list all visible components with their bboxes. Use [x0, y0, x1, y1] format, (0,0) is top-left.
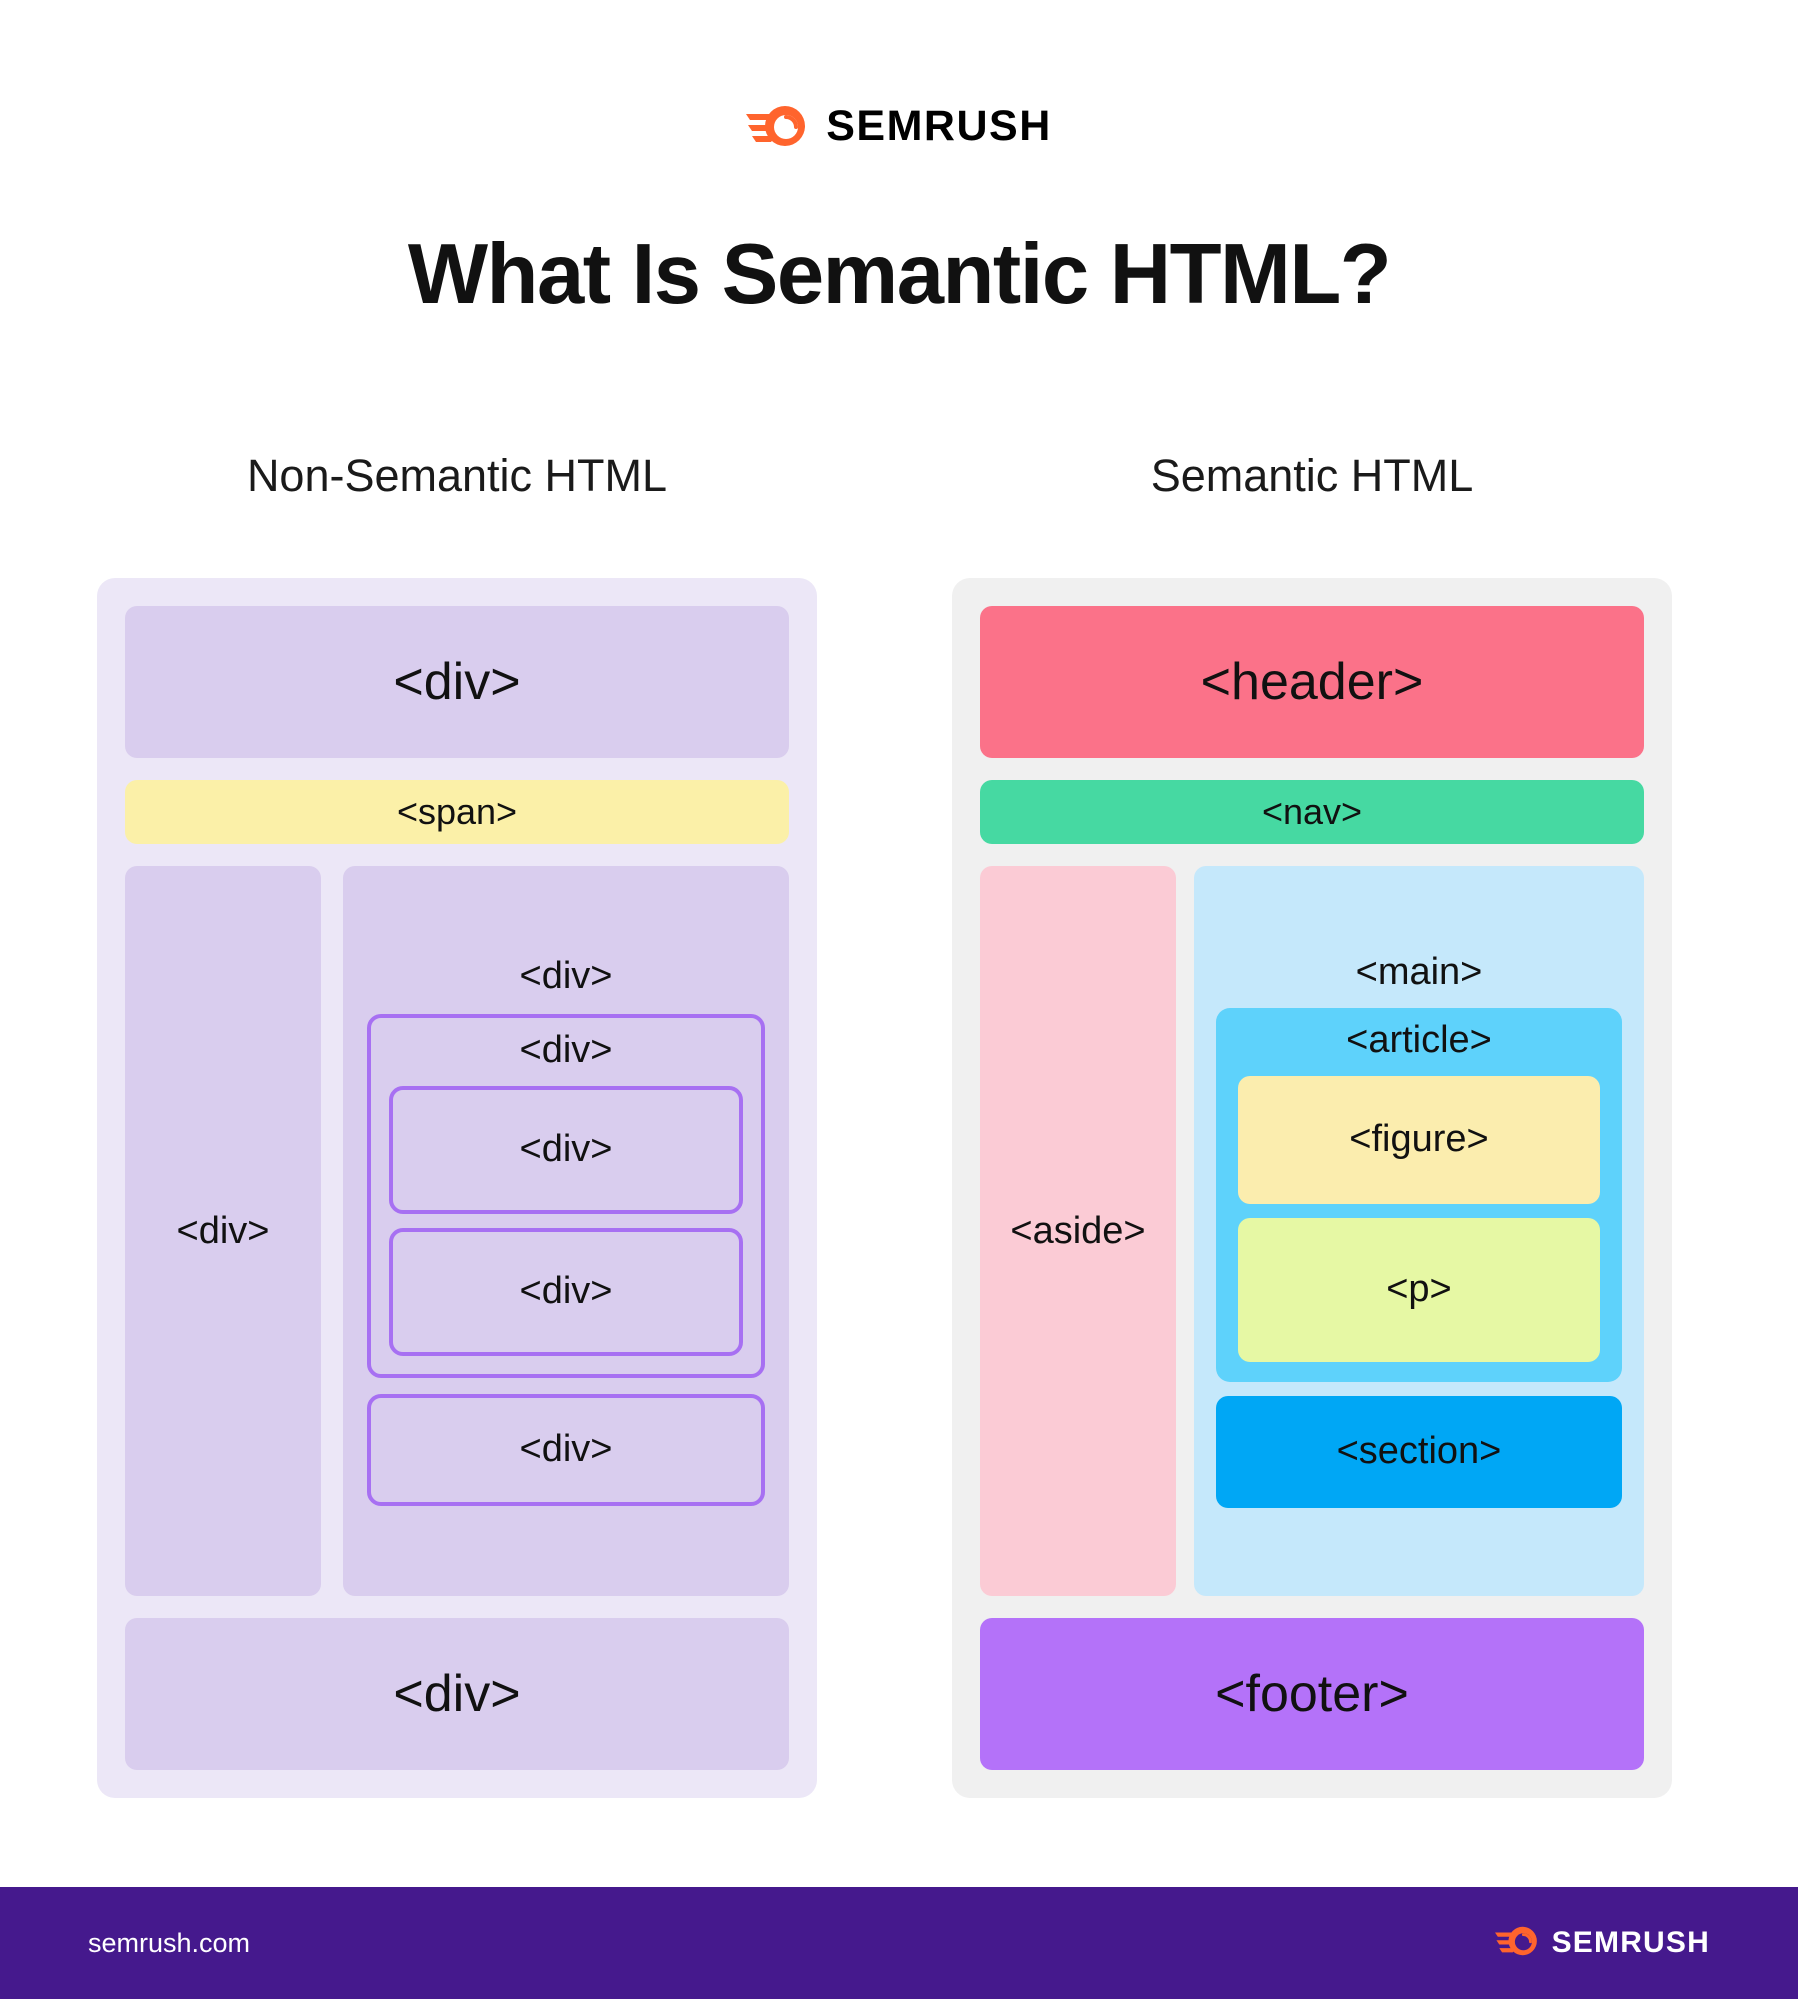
block-div-main: <div> <div> <div> <div> <div>	[343, 866, 789, 1596]
block-aside: <aside>	[980, 866, 1176, 1596]
block-figure: <figure>	[1238, 1075, 1600, 1204]
non-semantic-panel: <div> <span> <div> <div> <div> <div> <di…	[97, 578, 817, 1798]
block-div-nested-4: <div>	[367, 1393, 765, 1506]
footer-bar: semrush.com SEMRUSH	[0, 1887, 1798, 1999]
semantic-body-row: <aside> <main> <article> <figure> <p> <s…	[980, 866, 1644, 1596]
semrush-comet-icon	[1494, 1926, 1539, 1961]
block-header: <header>	[980, 606, 1644, 758]
block-article-label: <article>	[1346, 1019, 1492, 1061]
block-div-nested-3: <div>	[389, 1227, 743, 1356]
block-div-nested-1-label: <div>	[519, 1029, 613, 1071]
column-heading-non-semantic: Non-Semantic HTML	[246, 450, 668, 501]
block-main-label: <main>	[1355, 951, 1483, 994]
block-main: <main> <article> <figure> <p> <section>	[1194, 866, 1644, 1596]
block-div-aside: <div>	[125, 866, 321, 1596]
block-span: <span>	[125, 780, 789, 844]
block-nav: <nav>	[980, 780, 1644, 844]
block-div-nested-2: <div>	[389, 1085, 743, 1214]
block-div-main-label: <div>	[519, 955, 613, 998]
brand-wordmark: SEMRUSH	[1551, 1926, 1710, 1959]
footer-url[interactable]: semrush.com	[88, 1927, 251, 1958]
semrush-comet-icon	[746, 105, 808, 147]
semrush-logo-top: SEMRUSH	[0, 96, 1798, 156]
block-div-bottom: <div>	[125, 1618, 789, 1770]
non-semantic-body-row: <div> <div> <div> <div> <div> <div>	[125, 866, 789, 1596]
brand-wordmark: SEMRUSH	[826, 101, 1052, 150]
column-heading-semantic: Semantic HTML	[1150, 450, 1474, 501]
page-title: What Is Semantic HTML?	[407, 227, 1392, 322]
block-paragraph: <p>	[1238, 1217, 1600, 1362]
semrush-logo-bottom: SEMRUSH	[1494, 1926, 1710, 1961]
block-div-nested-1: <div> <div> <div>	[367, 1014, 765, 1378]
block-article: <article> <figure> <p>	[1216, 1008, 1622, 1382]
semantic-panel: <header> <nav> <aside> <main> <article> …	[952, 578, 1672, 1798]
block-div-top: <div>	[125, 606, 789, 758]
block-section: <section>	[1216, 1395, 1622, 1508]
block-footer: <footer>	[980, 1618, 1644, 1770]
